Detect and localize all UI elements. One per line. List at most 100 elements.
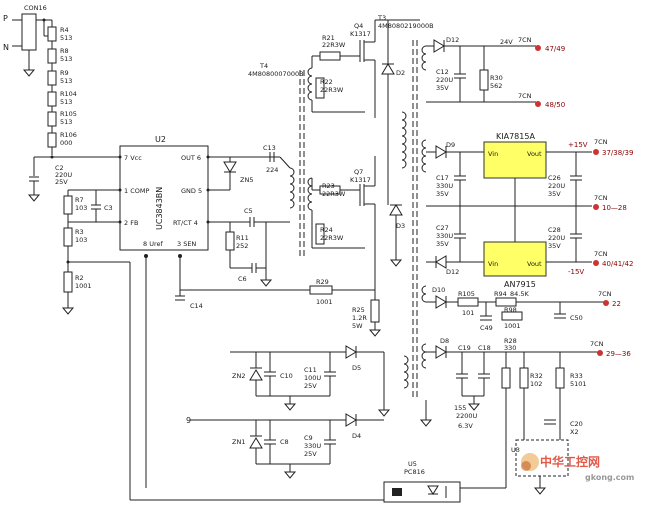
svg-text:22: 22 — [612, 300, 621, 308]
svg-text:R25: R25 — [352, 306, 365, 314]
svg-text:R22: R22 — [320, 78, 333, 86]
mosfet-q4: Q4 K1317 — [350, 20, 376, 118]
svg-text:4M8080007000B: 4M8080007000B — [248, 70, 304, 78]
input-connector: CON16 P N — [3, 4, 52, 77]
svg-text:R33: R33 — [570, 372, 583, 380]
svg-text:R9: R9 — [60, 69, 69, 77]
rail-ground: 7CN 10—28 — [426, 194, 627, 212]
svg-text:Vin: Vin — [488, 150, 498, 158]
svg-text:R29: R29 — [316, 278, 329, 286]
svg-text:K1317: K1317 — [350, 176, 371, 184]
rail-24v: D12 C12 220U 35V R30 562 24V 7CN 7CN 47/… — [426, 36, 565, 109]
svg-text:000: 000 — [60, 139, 72, 147]
svg-text:C3: C3 — [104, 204, 113, 212]
kia7815-regulator — [483, 141, 547, 179]
svg-text:220U: 220U — [548, 182, 565, 190]
svg-text:330: 330 — [504, 344, 516, 352]
svg-text:R104: R104 — [60, 90, 77, 98]
an7915-regulator — [483, 241, 547, 277]
resistor-chain: R4 513 R8 513 R9 513 R104 513 R105 513 R… — [47, 20, 77, 159]
svg-text:R32: R32 — [530, 372, 543, 380]
n-label: N — [3, 43, 9, 52]
svg-text:R105: R105 — [60, 110, 77, 118]
svg-text:OUT 6: OUT 6 — [181, 154, 201, 162]
svg-text:R11: R11 — [236, 234, 249, 242]
svg-text:X2: X2 — [570, 428, 579, 436]
svg-text:ZN5: ZN5 — [240, 176, 253, 184]
svg-text:84.5K: 84.5K — [510, 290, 529, 298]
svg-text:D3: D3 — [396, 222, 405, 230]
svg-text:7CN: 7CN — [518, 92, 532, 100]
svg-text:155: 155 — [454, 404, 466, 412]
svg-text:4M8080219000B: 4M8080219000B — [378, 22, 434, 30]
svg-text:C28: C28 — [548, 226, 561, 234]
svg-text:35V: 35V — [548, 190, 561, 198]
svg-text:RT/CT 4: RT/CT 4 — [173, 219, 198, 227]
svg-text:513: 513 — [60, 34, 72, 42]
svg-text:513: 513 — [60, 118, 72, 126]
svg-text:R94: R94 — [494, 290, 507, 298]
svg-text:D12: D12 — [446, 36, 459, 44]
svg-text:40/41/42: 40/41/42 — [602, 260, 633, 268]
svg-text:102: 102 — [530, 380, 542, 388]
svg-text:R24: R24 — [320, 226, 333, 234]
svg-text:C10: C10 — [280, 372, 293, 380]
svg-text:Vin: Vin — [488, 260, 498, 268]
svg-text:513: 513 — [60, 55, 72, 63]
svg-text:C17: C17 — [436, 174, 449, 182]
svg-text:100U: 100U — [304, 374, 321, 382]
svg-text:U5: U5 — [408, 460, 417, 468]
svg-text:D4: D4 — [352, 432, 361, 440]
uc3843-ic: U2 UC3843BN 7 Vcc 1 COMP 2 FB 8 Uref 3 S… — [118, 135, 210, 258]
svg-text:C8: C8 — [280, 438, 289, 446]
svg-text:R30: R30 — [490, 74, 503, 82]
svg-text:220U: 220U — [436, 76, 453, 84]
svg-text:8 Uref: 8 Uref — [143, 240, 163, 248]
feedback-network: R7 103 C3 R3 103 R2 1001 — [61, 189, 384, 501]
svg-text:25V: 25V — [55, 178, 68, 186]
svg-text:ZN1: ZN1 — [232, 438, 245, 446]
svg-text:101: 101 — [462, 309, 474, 317]
svg-text:7CN: 7CN — [594, 138, 608, 146]
svg-text:U3: U3 — [511, 446, 520, 454]
svg-text:7CN: 7CN — [598, 290, 612, 298]
watermark: 中华工控网 gkong.com — [521, 453, 634, 482]
svg-text:R105: R105 — [458, 290, 475, 298]
svg-text:D8: D8 — [440, 337, 449, 345]
svg-text:Q4: Q4 — [354, 22, 363, 30]
svg-text:C19: C19 — [458, 344, 471, 352]
svg-text:3 SEN: 3 SEN — [177, 240, 196, 248]
svg-text:1001: 1001 — [75, 282, 92, 290]
svg-text:R106: R106 — [60, 131, 77, 139]
svg-text:35V: 35V — [436, 190, 449, 198]
svg-text:7CN: 7CN — [594, 194, 608, 202]
svg-text:220U: 220U — [548, 234, 565, 242]
svg-text:22R3W: 22R3W — [320, 234, 344, 242]
svg-text:C5: C5 — [244, 207, 253, 215]
con16-box — [21, 13, 37, 51]
svg-text:T3: T3 — [377, 14, 386, 22]
svg-text:37/38/39: 37/38/39 — [602, 149, 633, 157]
svg-text:7CN: 7CN — [590, 340, 604, 348]
rail-neg15v: D12 AN7915 Vin Vout -15V 7CN 40/41/42 C2… — [426, 206, 633, 289]
svg-text:48/50: 48/50 — [545, 101, 565, 109]
svg-text:25V: 25V — [304, 382, 317, 390]
svg-text:2200U: 2200U — [456, 412, 478, 420]
svg-text:224: 224 — [266, 166, 278, 174]
svg-text:D5: D5 — [352, 364, 361, 372]
svg-text:5W: 5W — [352, 322, 363, 330]
svg-text:R7: R7 — [75, 196, 84, 204]
svg-text:+15V: +15V — [568, 141, 588, 149]
svg-text:R2: R2 — [75, 274, 84, 282]
optocoupler-pc816: U5 PC816 — [383, 460, 506, 503]
p-label: P — [3, 14, 8, 23]
svg-text:103: 103 — [75, 236, 87, 244]
svg-text:R21: R21 — [322, 34, 335, 42]
mosfet-q7: Q7 K1317 — [350, 156, 376, 300]
svg-text:D9: D9 — [446, 141, 455, 149]
svg-text:C11: C11 — [304, 366, 317, 374]
svg-text:R28: R28 — [504, 337, 517, 345]
svg-text:C2: C2 — [55, 164, 64, 172]
svg-text:22R3W: 22R3W — [320, 86, 344, 94]
